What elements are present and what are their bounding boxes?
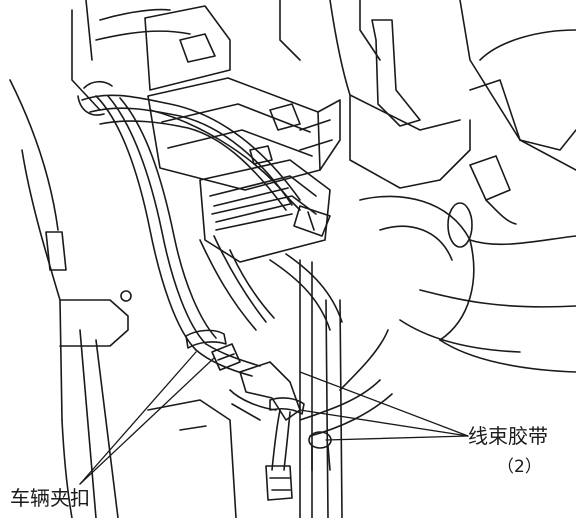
leader-tie-third xyxy=(325,435,469,441)
right-structure xyxy=(359,195,576,373)
wire-harness-main xyxy=(77,80,343,351)
vehicle-clip xyxy=(211,343,241,371)
harness-tie-quantity: （2） xyxy=(497,457,542,477)
leader-clip-b xyxy=(79,351,197,485)
upper-bracket xyxy=(71,0,191,111)
upper-right-duct xyxy=(279,0,576,225)
harness-tie-label: 线束胶带 xyxy=(468,424,548,448)
leader-clip-a xyxy=(79,357,215,485)
leader-lines xyxy=(79,351,469,485)
leader-tie-lower xyxy=(299,409,469,437)
lower-bracket xyxy=(147,259,393,518)
wire-harness-lower xyxy=(195,343,301,501)
wire-branch-connector xyxy=(149,109,331,237)
junction-block xyxy=(144,5,341,263)
harness-tie-lower xyxy=(269,397,305,415)
harness-tie-upper xyxy=(185,329,227,349)
leader-tie-upper xyxy=(299,371,469,437)
left-pillar xyxy=(9,79,132,518)
vehicle-clip-label: 车辆夹扣 xyxy=(10,486,90,510)
harness-tie-bands xyxy=(185,329,305,415)
